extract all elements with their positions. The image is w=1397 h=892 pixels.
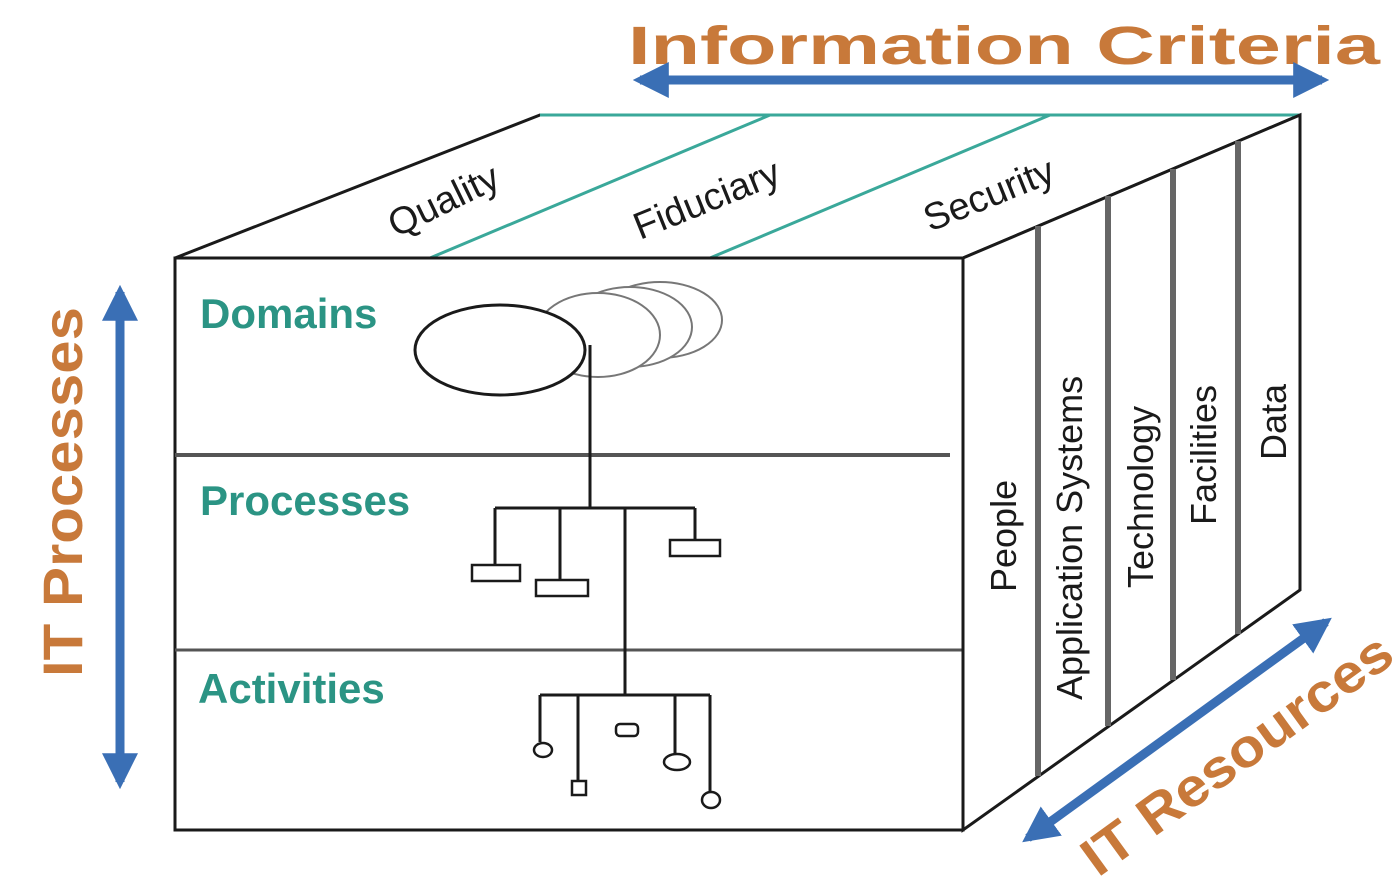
- resource-dividers: [1035, 141, 1241, 776]
- resource-application-systems: Application Systems: [1049, 376, 1090, 700]
- layer-activities: Activities: [198, 665, 385, 712]
- activity-nodes: [532, 722, 722, 810]
- process-tree: [493, 345, 712, 795]
- process-nodes: [470, 538, 722, 598]
- layer-processes: Processes: [200, 477, 410, 524]
- resource-facilities: Facilities: [1183, 385, 1224, 525]
- domain-ellipses: [413, 281, 723, 397]
- information-criteria-label: Information Criteria: [628, 16, 1381, 76]
- criteria-divider: [709, 113, 1051, 260]
- resource-data: Data: [1253, 383, 1294, 460]
- criteria-divider: [429, 113, 771, 260]
- cube-right-face: [961, 112, 1302, 833]
- resource-technology: Technology: [1120, 406, 1161, 588]
- it-resources-arrow: [1022, 617, 1332, 843]
- resource-people: People: [983, 480, 1024, 592]
- it-processes-label: IT Processes: [31, 307, 94, 677]
- layer-domains: Domains: [200, 290, 377, 337]
